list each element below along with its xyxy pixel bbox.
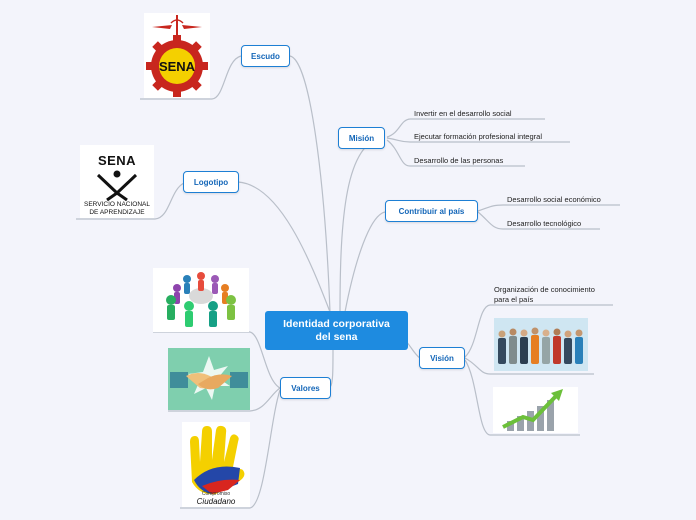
team-people-icon — [498, 327, 583, 364]
contribuir-item[interactable]: Desarrollo tecnológico — [507, 219, 582, 228]
mision-item[interactable]: Ejecutar formación profesional integral — [414, 132, 542, 141]
branch-contribuir-label: Contribuir al país — [398, 206, 465, 216]
branch-mision[interactable]: Misión — [338, 127, 385, 149]
branch-logotipo[interactable]: Logotipo — [183, 171, 239, 193]
mision-item[interactable]: Invertir en el desarrollo social — [414, 109, 512, 118]
branch-valores-label: Valores — [291, 383, 320, 393]
branch-escudo-label: Escudo — [251, 51, 280, 61]
gear-emblem-icon — [146, 15, 208, 97]
logo-title: SENA — [97, 153, 137, 168]
central-topic-line2: del sena — [315, 330, 358, 343]
escudo-image[interactable]: SENA — [144, 13, 210, 98]
logo-line1: SERVICIO NACIONAL — [84, 201, 150, 208]
logo-line2: DE APRENDIZAJE — [89, 209, 145, 216]
handshake-image[interactable] — [168, 348, 250, 410]
vision-item-line1: Organización de conocimiento — [494, 285, 595, 294]
person-figure-icon — [96, 170, 138, 202]
branch-logotipo-label: Logotipo — [193, 177, 229, 187]
branch-vision[interactable]: Visión — [419, 347, 465, 369]
vision-item[interactable]: Organización de conocimiento para el paí… — [494, 285, 595, 305]
branch-vision-label: Visión — [430, 353, 454, 363]
compromiso-ciudadano-image[interactable]: Compromiso Ciudadano — [182, 422, 250, 507]
growth-chart-image[interactable] — [493, 387, 578, 433]
branch-escudo[interactable]: Escudo — [241, 45, 290, 67]
handshake-icon — [170, 356, 248, 400]
escudo-text: SENA — [158, 59, 196, 74]
contribuir-item[interactable]: Desarrollo social económico — [507, 195, 601, 204]
central-topic-line1: Identidad corporativa — [283, 317, 390, 330]
growth-arrow-icon — [502, 389, 563, 431]
branch-valores[interactable]: Valores — [280, 377, 331, 399]
vision-item-line2: para el país — [494, 295, 534, 304]
branch-contribuir[interactable]: Contribuir al país — [385, 200, 478, 222]
people-group-icon — [166, 272, 236, 327]
central-topic[interactable]: Identidad corporativa del sena — [265, 311, 408, 350]
mision-item[interactable]: Desarrollo de las personas — [414, 156, 504, 165]
branch-mision-label: Misión — [348, 133, 375, 143]
compromiso-big-label: Ciudadano — [196, 497, 236, 506]
colombia-hand-icon — [190, 425, 245, 495]
logotipo-image[interactable]: SENA SERVICIO NACIONAL DE APRENDIZAJE — [80, 145, 154, 218]
people-circle-image[interactable] — [153, 268, 249, 332]
compromiso-small-label: Compromiso — [201, 491, 231, 497]
team-photo-image[interactable] — [494, 318, 588, 371]
